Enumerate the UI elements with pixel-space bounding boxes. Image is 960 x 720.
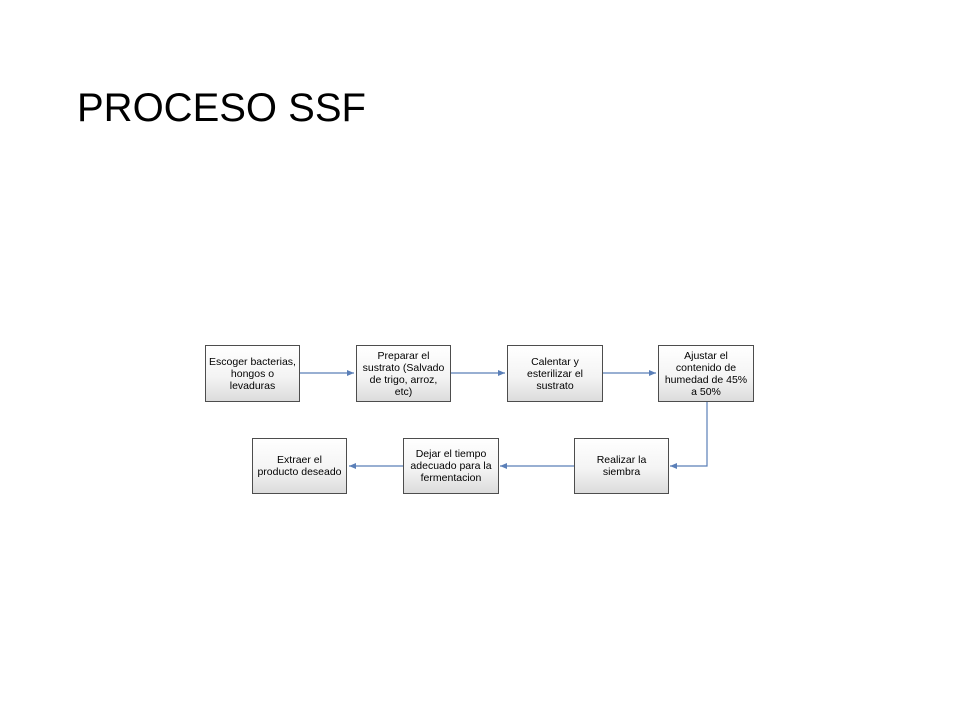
step-box-4: Ajustar el contenido de humedad de 45% a… <box>658 345 754 402</box>
slide-title: PROCESO SSF <box>77 86 366 130</box>
step-label-3: Calentar y esterilizar el sustrato <box>526 355 584 392</box>
step-box-3: Calentar y esterilizar el sustrato <box>507 345 603 402</box>
step-label-2: Preparar el sustrato (Salvado de trigo, … <box>362 349 445 398</box>
step-label-4: Ajustar el contenido de humedad de 45% a… <box>664 349 748 398</box>
step-label-5: Realizar la siembra <box>596 454 647 478</box>
step-label-7: Extraer el producto deseado <box>257 454 342 478</box>
step-box-2: Preparar el sustrato (Salvado de trigo, … <box>356 345 451 402</box>
arrow-s4-s5 <box>670 401 708 469</box>
step-box-6: Dejar el tiempo adecuado para la ferment… <box>403 438 499 494</box>
step-box-7: Extraer el producto deseado <box>252 438 347 494</box>
step-label-6: Dejar el tiempo adecuado para la ferment… <box>410 448 492 484</box>
step-box-1: Escoger bacterias, hongos o levaduras <box>205 345 300 402</box>
step-box-5: Realizar la siembra <box>574 438 669 494</box>
step-label-1: Escoger bacterias, hongos o levaduras <box>209 355 296 392</box>
